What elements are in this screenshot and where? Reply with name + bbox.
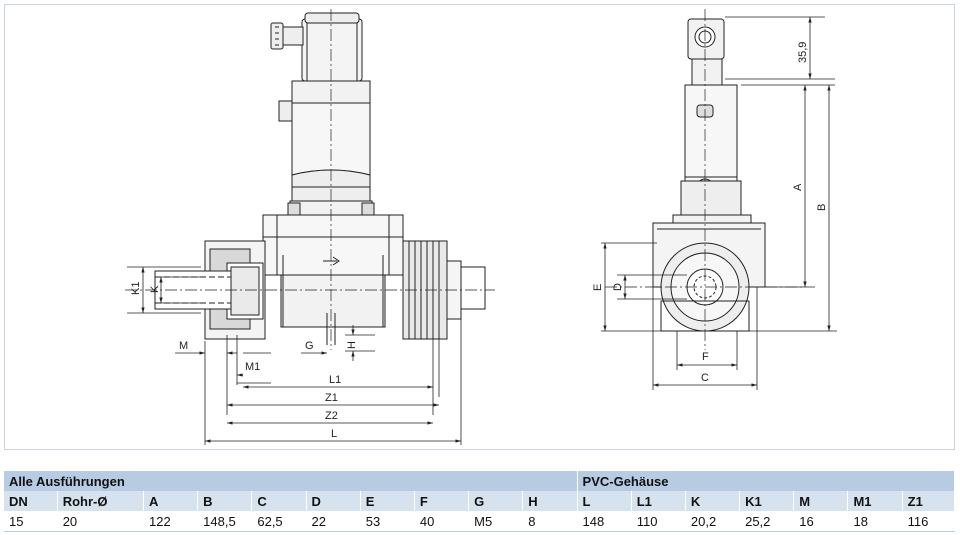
dim-a: A: [792, 183, 804, 191]
dim-k: K: [149, 285, 161, 293]
dim-m: M: [179, 340, 188, 352]
value-cell: 20,2: [685, 511, 741, 532]
dim-d: D: [612, 283, 624, 291]
value-cell: 40: [414, 511, 470, 532]
header-cell: Rohr-Ø: [57, 491, 144, 511]
dim-k1: K1: [130, 282, 142, 295]
value-cell: 110: [631, 511, 686, 532]
dimension-labels: K1 K M M1 G H L1 Z1 Z2 L 35,9 A B E D F …: [130, 42, 828, 440]
table-header-row: DN Rohr-Ø A B C D E F G H L L1 K K1 M M1…: [4, 491, 956, 511]
value-cell: 148,5: [197, 511, 253, 532]
value-cell: 148: [577, 511, 632, 532]
table-row: 15 20 122 148,5 62,5 22 53 40 M5 8 148 1…: [4, 511, 956, 532]
dim-b: B: [816, 204, 828, 211]
dim-h: H: [346, 341, 358, 349]
header-cell: K1: [739, 491, 795, 511]
header-cell: B: [197, 491, 253, 511]
dim-z2: Z2: [325, 410, 338, 422]
dim-m1: M1: [245, 361, 260, 373]
value-cell: 20: [57, 511, 144, 532]
dim-l1: L1: [329, 374, 341, 386]
dim-z1: Z1: [325, 392, 338, 404]
header-cell: M1: [847, 491, 903, 511]
header-cell: DN: [4, 491, 58, 511]
dim-f: F: [702, 351, 709, 363]
value-cell: 25,2: [739, 511, 795, 532]
group-all-versions: Alle Ausführungen: [4, 471, 578, 491]
dim-l: L: [331, 428, 337, 440]
valve-drawing-svg: K1 K M M1 G H L1 Z1 Z2 L 35,9 A B E D F …: [125, 9, 837, 445]
header-cell: D: [306, 491, 361, 511]
header-cell: M: [793, 491, 849, 511]
dim-top: 35,9: [797, 42, 809, 63]
front-dimensions: [127, 266, 462, 445]
header-cell: H: [522, 491, 578, 511]
header-cell: A: [143, 491, 199, 511]
spec-table: Alle Ausführungen PVC-Gehäuse DN Rohr-Ø …: [4, 471, 956, 532]
header-cell: G: [468, 491, 524, 511]
value-cell: 8: [522, 511, 578, 532]
dim-e: E: [592, 284, 604, 291]
value-cell: 122: [143, 511, 199, 532]
value-cell: 18: [847, 511, 903, 532]
table-group-row: Alle Ausführungen PVC-Gehäuse: [4, 471, 956, 491]
value-cell: 62,5: [251, 511, 307, 532]
header-cell: L1: [631, 491, 686, 511]
header-cell: K: [685, 491, 741, 511]
side-dimensions: [601, 16, 837, 390]
dim-c: C: [701, 372, 709, 384]
header-cell: F: [414, 491, 470, 511]
value-cell: 15: [4, 511, 58, 532]
header-cell: C: [251, 491, 307, 511]
value-cell: M5: [468, 511, 524, 532]
header-cell: Z1: [902, 491, 956, 511]
dim-g: G: [305, 340, 314, 352]
technical-drawing: K1 K M M1 G H L1 Z1 Z2 L 35,9 A B E D F …: [4, 4, 955, 450]
value-cell: 16: [793, 511, 849, 532]
group-pvc-housing: PVC-Gehäuse: [577, 471, 956, 491]
header-cell: E: [360, 491, 415, 511]
value-cell: 116: [902, 511, 956, 532]
value-cell: 22: [306, 511, 361, 532]
valve-front-view: [125, 9, 495, 350]
header-cell: L: [577, 491, 632, 511]
value-cell: 53: [360, 511, 415, 532]
